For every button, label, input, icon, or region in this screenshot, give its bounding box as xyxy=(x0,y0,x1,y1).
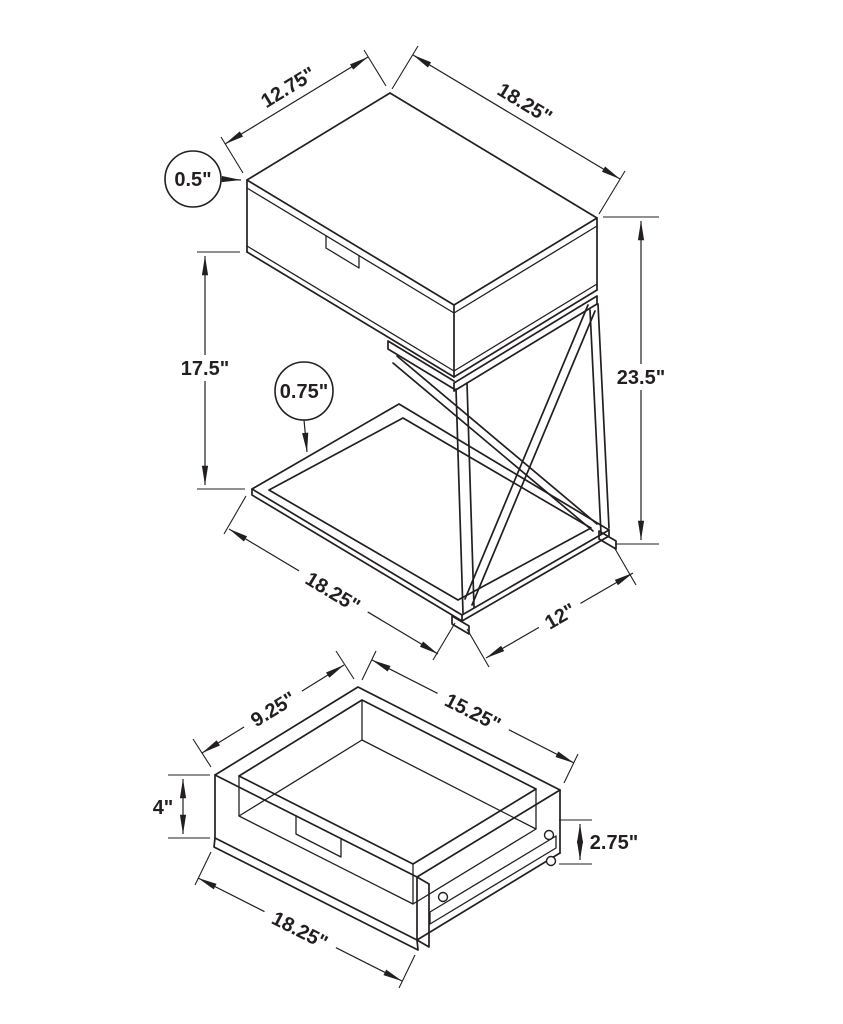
dim-label-side-height: 4" xyxy=(153,797,174,819)
dim-side-height: 4" xyxy=(153,774,210,839)
callout-bubble xyxy=(274,361,334,421)
drawer-drawing: 9.25" 15.25" 4" 2.75" xyxy=(153,650,638,989)
dim-label-top-thickness: 0.5" xyxy=(174,169,211,191)
screw-icon xyxy=(545,855,557,867)
callout-top-thickness: 0.5" xyxy=(164,150,242,208)
dim-top-width: 12.75" xyxy=(220,49,387,174)
dim-front-width: 18.25" xyxy=(194,851,416,989)
dim-label-side-clearance: 17.5" xyxy=(181,358,229,380)
metal-frame xyxy=(251,295,617,635)
drawer-slide-rail xyxy=(429,829,557,925)
callout-bubble xyxy=(164,150,222,208)
dim-label-front-height: 2.75" xyxy=(590,832,638,854)
dim-label-front-width: 18.25" xyxy=(268,908,331,955)
accent-table-drawing: 12.75" 18.25" 0.5" 17.5" xyxy=(164,45,675,668)
callout-frame-thickness: 0.75" xyxy=(274,361,334,453)
drawer-handle-notch xyxy=(295,815,342,858)
dim-label-frame-thickness: 0.75" xyxy=(280,381,328,403)
dim-front-height: 2.75" xyxy=(559,819,638,865)
table-top-box xyxy=(246,92,598,378)
dim-inner-width: 9.25" xyxy=(192,650,355,768)
dim-base-depth: 12" xyxy=(466,546,637,668)
dim-overall-height: 23.5" xyxy=(603,216,675,545)
right-foot xyxy=(598,530,617,550)
dim-label-overall-height: 23.5" xyxy=(617,367,665,389)
dim-side-clearance: 17.5" xyxy=(171,251,245,490)
front-foot xyxy=(451,615,470,635)
screw-icon xyxy=(437,891,449,903)
dim-label-inner-depth: 15.25" xyxy=(441,690,504,737)
screw-icon xyxy=(543,829,555,841)
dim-top-depth: 18.25" xyxy=(391,45,626,215)
drawer-handle-notch xyxy=(325,235,360,269)
